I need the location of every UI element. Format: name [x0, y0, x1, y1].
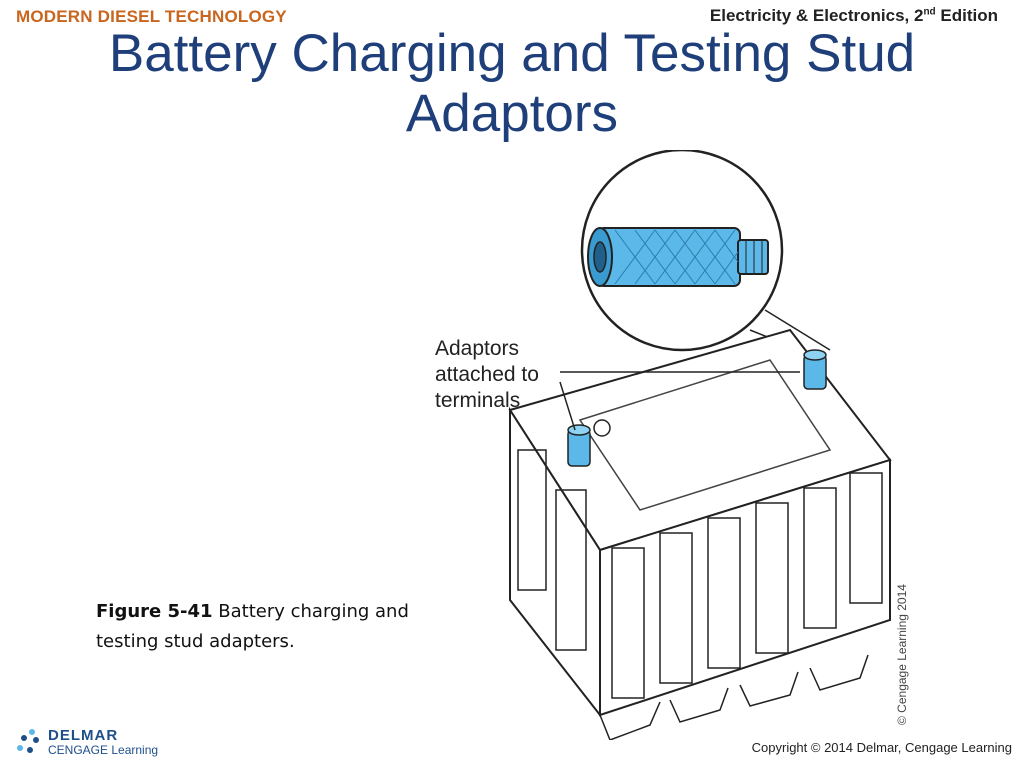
- delmar-logo-icon: [17, 729, 39, 753]
- callout-label-line1: Adaptors: [435, 337, 519, 360]
- callout-label-line2: attached to: [435, 363, 539, 386]
- slide-title-line1: Battery Charging and Testing Stud: [108, 24, 916, 83]
- copyright-notice: Copyright © 2014 Delmar, Cengage Learnin…: [751, 740, 1012, 755]
- figure-caption: Figure 5-41 Battery charging and testing…: [96, 597, 446, 657]
- right-terminal-adaptor-icon: [803, 349, 827, 390]
- figure-label: Figure 5-41: [96, 601, 213, 622]
- logo-wordmark-bottom: CENGAGE Learning: [48, 743, 159, 757]
- battery-body: [508, 328, 892, 740]
- slide-title: Battery Charging and Testing Stud Adapto…: [0, 24, 1024, 144]
- callout-label-line3: terminals: [435, 389, 520, 412]
- figure-credit: © Cengage Learning 2014: [895, 584, 909, 725]
- magnified-adaptor-icon: [587, 227, 769, 287]
- logo-wordmark-top: DELMAR: [48, 727, 119, 744]
- series-title: MODERN DIESEL TECHNOLOGY: [16, 7, 287, 26]
- slide-title-line2: Adaptors: [405, 84, 619, 143]
- delmar-logo: DELMAR CENGAGE Learning: [16, 728, 158, 758]
- book-title: Electricity & Electronics, 2nd Edition: [709, 6, 998, 25]
- figure-caption-text: Battery charging and testing stud adapte…: [96, 601, 409, 652]
- battery-illustration: Adaptors attached to terminals: [435, 150, 892, 740]
